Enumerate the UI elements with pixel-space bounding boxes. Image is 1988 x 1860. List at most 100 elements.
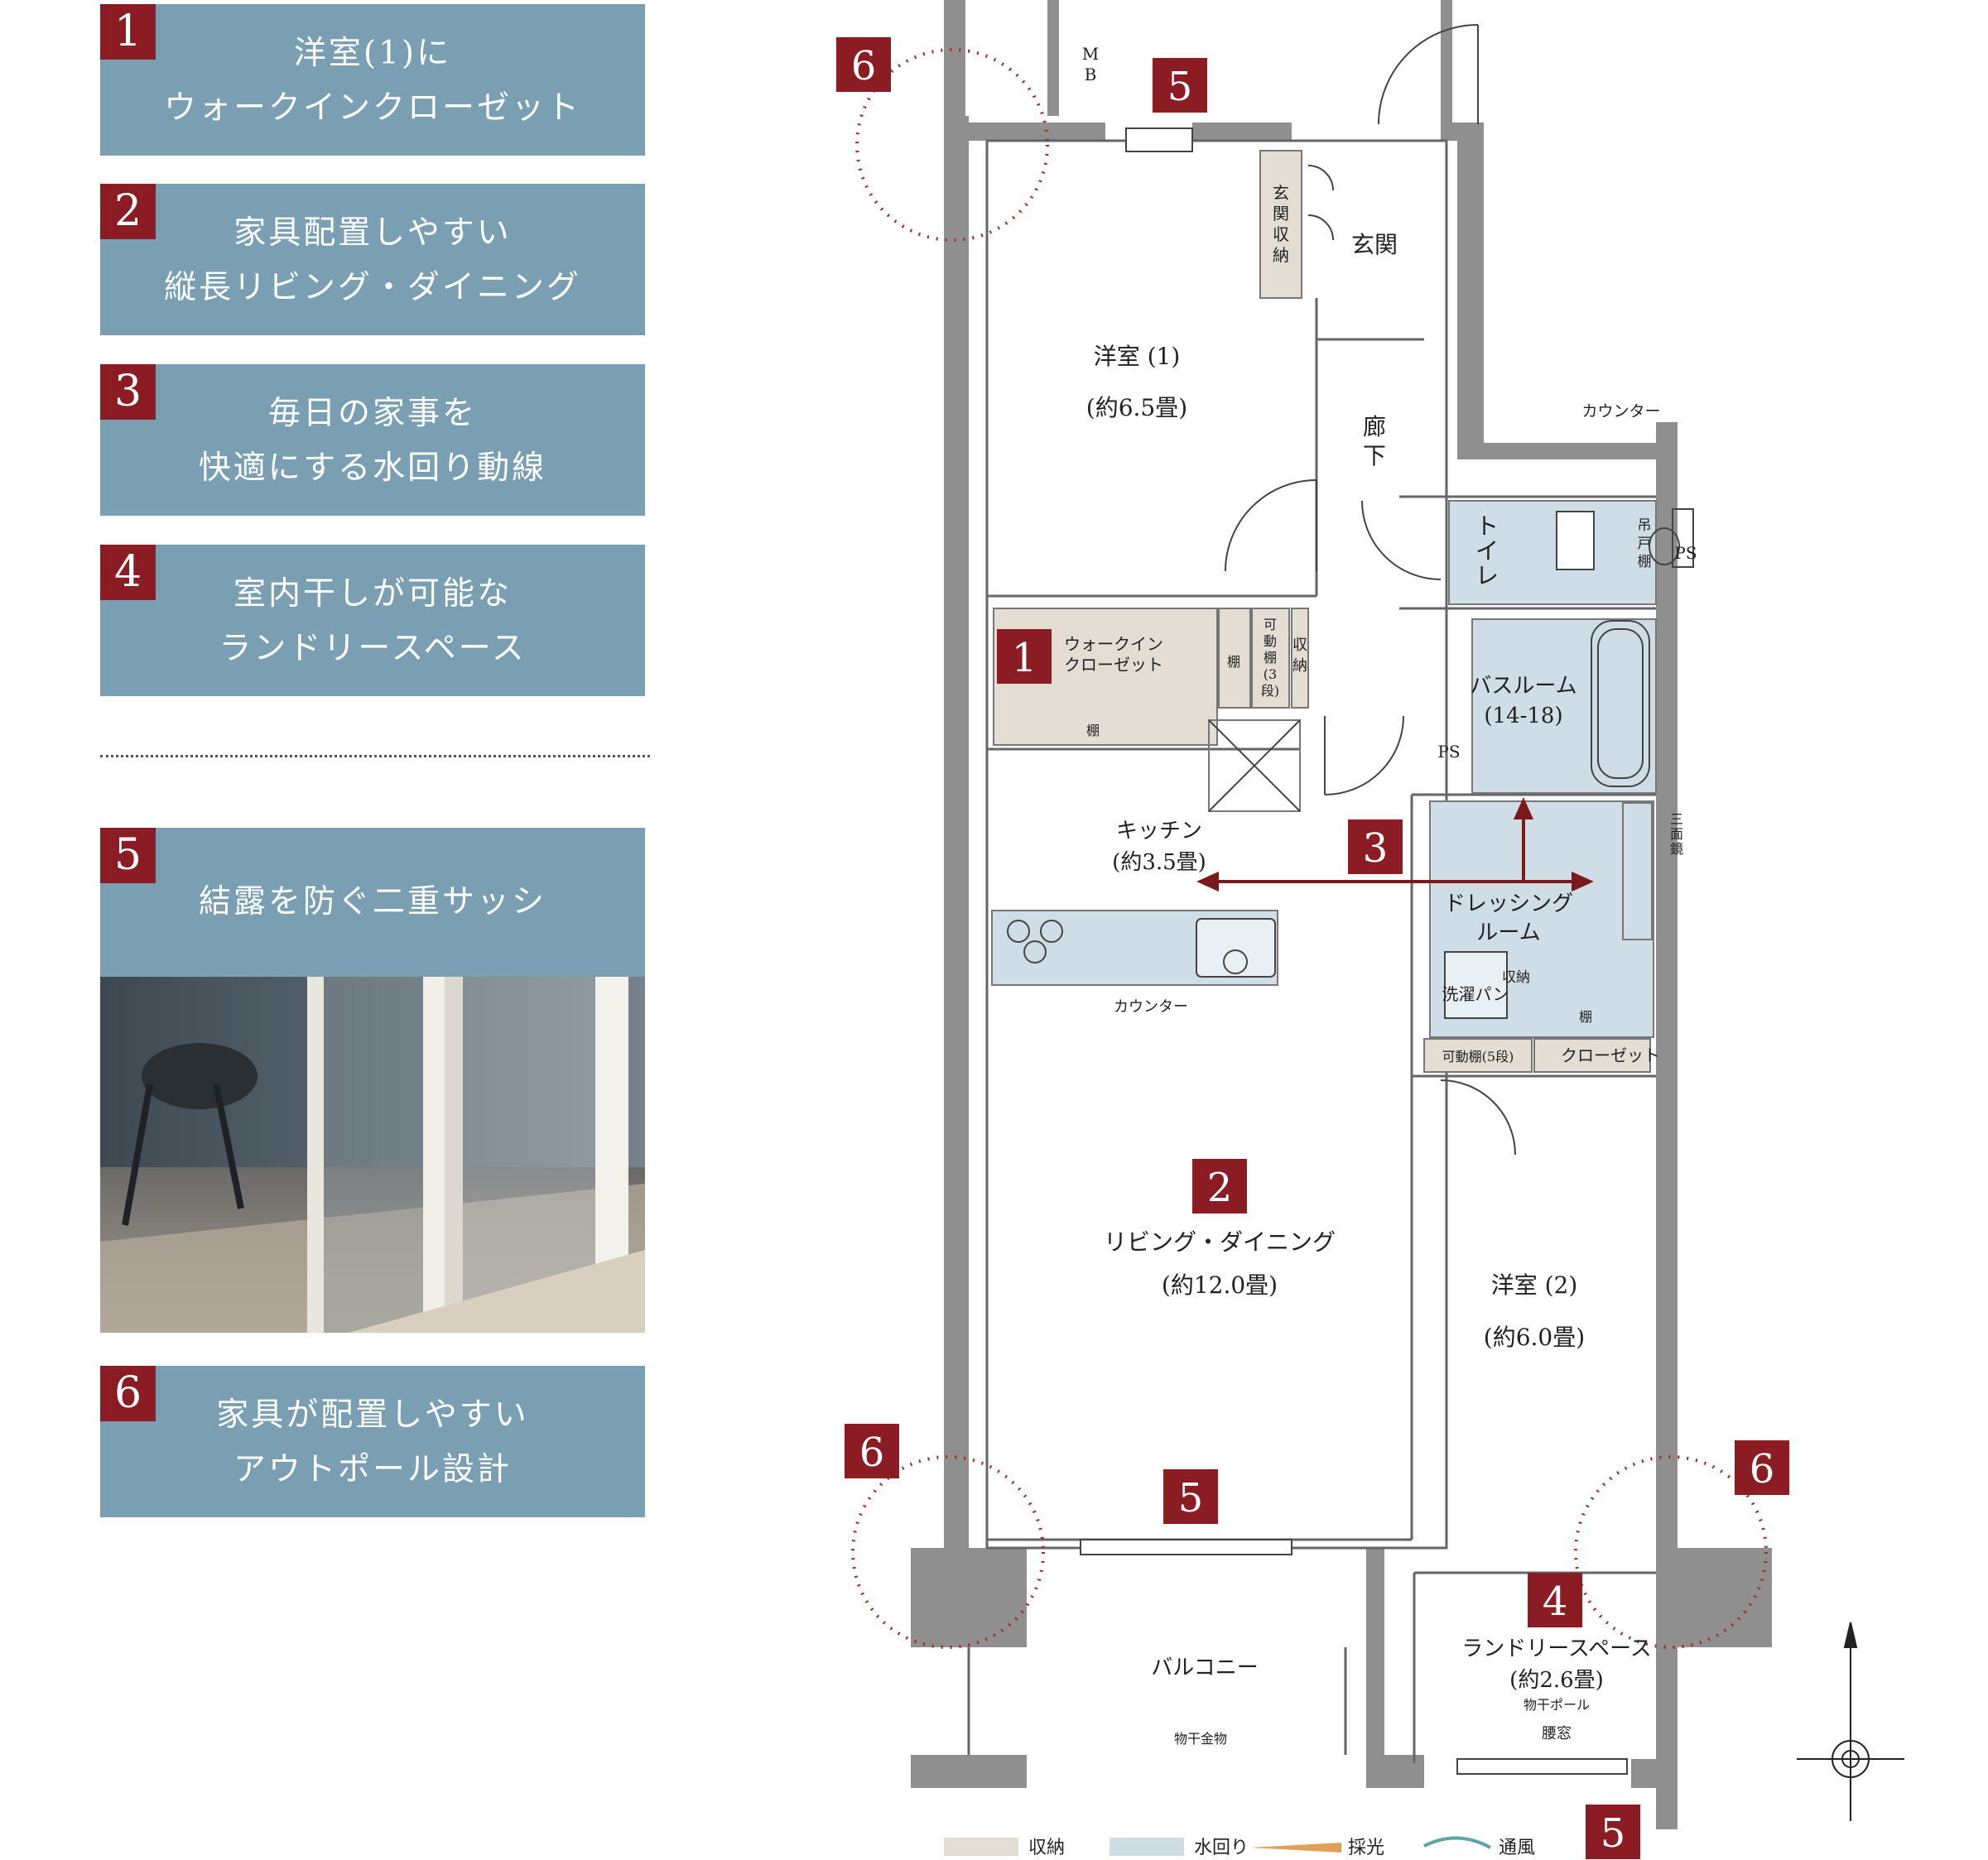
- room2-label: 洋室 (2): [1491, 1271, 1578, 1299]
- movable-shelf3-4: (3: [1264, 666, 1277, 682]
- toilet-3: レ: [1475, 562, 1499, 589]
- feature-4: 4 室内干しが可能な ランドリースペース: [100, 545, 645, 696]
- movable-shelf3-3: 棚: [1264, 650, 1277, 666]
- kitchen-size: (約3.5畳): [1112, 850, 1206, 875]
- badge-6c-text: 6: [1750, 1446, 1775, 1492]
- counter-top-label: カウンター: [1581, 402, 1660, 421]
- hallway-2: 下: [1363, 442, 1386, 469]
- fixtures: [1007, 508, 1694, 1019]
- storage-v-1: 収: [1292, 637, 1307, 654]
- shelf-label-1: 棚: [1227, 654, 1240, 670]
- badge-6b-text: 6: [859, 1430, 885, 1476]
- shelf-label-2: 棚: [1086, 723, 1100, 738]
- light-icon: [1250, 1843, 1341, 1853]
- legend-water-swatch: [1110, 1838, 1184, 1856]
- badge-3-text: 3: [1363, 825, 1389, 872]
- hanger-label: 物干金物: [1174, 1731, 1227, 1747]
- ps-label-2: PS: [1437, 742, 1460, 762]
- room-labels: M B 玄関 玄 関 収 納 洋室 (1) (約6.5畳) 廊 下 カウンター …: [1064, 44, 1697, 1747]
- dotted-separator: [100, 755, 650, 757]
- pole-label: 物干ポール: [1523, 1697, 1590, 1713]
- badge-1-text: 1: [1012, 635, 1037, 681]
- kitchen-label: キッチン: [1116, 819, 1202, 843]
- compass-icon: [1797, 1622, 1904, 1821]
- feature-text-line2: アウトポール設計: [233, 1451, 512, 1488]
- hallway-1: 廊: [1363, 413, 1386, 440]
- badge-5b-text: 5: [1178, 1475, 1204, 1521]
- feature-3: 3 毎日の家事を 快適にする水回り動線: [100, 364, 645, 516]
- legend-storage-swatch: [944, 1838, 1018, 1856]
- mb-label-2: B: [1085, 65, 1097, 84]
- dressing-label-2: ルーム: [1476, 920, 1540, 945]
- badge-6c: [1735, 1440, 1789, 1495]
- badge-6b: [845, 1424, 899, 1478]
- feature-text-line1: 室内干しが可能な: [233, 575, 512, 613]
- movable-shelf3-2: 動: [1264, 633, 1277, 649]
- toilet-2: イ: [1475, 537, 1499, 565]
- movable-shelf5-label: 可動棚(5段): [1442, 1049, 1514, 1065]
- hanging-shelf-2: 戸: [1638, 536, 1652, 552]
- outpole-circles: [851, 48, 1768, 1649]
- feature-1: 1 洋室(1)に ウォークインクローゼット: [100, 4, 645, 156]
- hanging-shelf-3: 棚: [1638, 554, 1652, 570]
- badge-5: [1153, 58, 1207, 113]
- badge-6-text: 6: [851, 43, 877, 89]
- badge-4: [1528, 1573, 1582, 1627]
- storage-v-2: 納: [1292, 657, 1307, 675]
- bathroom-label: バスルーム: [1470, 674, 1576, 699]
- room1-label: 洋室 (1): [1094, 343, 1181, 370]
- feature-text-line2: 快適にする水回り動線: [198, 449, 547, 487]
- feature-number: 4: [100, 545, 156, 600]
- feature-text-line1: 洋室(1)に: [293, 35, 452, 72]
- three-mirror-3: 鏡: [1670, 841, 1683, 857]
- living-size: (約12.0畳): [1162, 1271, 1278, 1299]
- walkin-label-1: ウォークイン: [1064, 634, 1163, 654]
- bathroom-size: (14-18): [1484, 704, 1562, 728]
- feature-number: 1: [100, 4, 156, 60]
- legend-light-label: 採光: [1348, 1838, 1384, 1858]
- badge-5b: [1163, 1469, 1218, 1524]
- walkin-label-2: クローゼット: [1064, 655, 1163, 675]
- entrance-storage-3: 収: [1273, 224, 1289, 244]
- walls: [911, 0, 1772, 1829]
- entrance-storage-1: 玄: [1273, 183, 1289, 203]
- feature-text-line2: ランドリースペース: [219, 630, 527, 667]
- ps-label-1: PS: [1674, 543, 1697, 563]
- legend: 収納 水回り 採光 通風: [944, 1836, 1535, 1858]
- doors: [1225, 24, 1516, 1156]
- living-label: リビング・ダイニング: [1104, 1228, 1336, 1256]
- feature-5: 5 結露を防ぐ二重サッシ: [100, 828, 645, 977]
- washpan-label: 洗濯パン: [1442, 984, 1509, 1004]
- windows: [1080, 127, 1628, 1775]
- toilet-1: ト: [1475, 512, 1499, 540]
- feature-6: 6 家具が配置しやすい アウトポール設計: [100, 1366, 645, 1517]
- movable-shelf3-5: 段): [1261, 683, 1279, 699]
- badge-5c-text: 5: [1601, 1810, 1626, 1857]
- feature-number: 5: [100, 828, 156, 883]
- feature-text-line1: 家具が配置しやすい: [216, 1396, 529, 1434]
- plan-badges: 6 5 1 3 2 6 5 4 6 5: [836, 37, 1789, 1859]
- storage-h-label: 収納: [1502, 969, 1530, 986]
- room2-size: (約6.0畳): [1484, 1324, 1585, 1351]
- shelf-label-3: 棚: [1579, 1009, 1592, 1025]
- feature-number: 6: [100, 1366, 156, 1421]
- three-mirror-1: 三: [1670, 811, 1683, 827]
- badge-5c: [1586, 1805, 1640, 1859]
- feature-text-line1: 家具配置しやすい: [233, 214, 512, 252]
- double-sash-photo: [100, 977, 645, 1333]
- laundry-size: (約2.6畳): [1509, 1668, 1604, 1693]
- legend-storage-label: 収納: [1028, 1838, 1065, 1858]
- dressing-label-1: ドレッシング: [1444, 892, 1573, 916]
- feature-text-line1: 結露を防ぐ二重サッシ: [198, 883, 546, 920]
- legend-wind-label: 通風: [1499, 1838, 1535, 1858]
- badge-2-text: 2: [1207, 1165, 1233, 1211]
- flow-arrows: [1196, 797, 1594, 892]
- feature-2: 2 家具配置しやすい 縦長リビング・ダイニング: [100, 184, 645, 335]
- room1-size: (約6.5畳): [1086, 394, 1187, 421]
- legend-water-label: 水回り: [1194, 1838, 1249, 1858]
- entrance-label: 玄関: [1351, 231, 1398, 258]
- closet-label: クローゼット: [1561, 1045, 1660, 1065]
- feature-text-line1: 毎日の家事を: [267, 395, 477, 432]
- three-mirror-2: 面: [1670, 826, 1683, 842]
- entrance-storage-2: 関: [1273, 204, 1289, 223]
